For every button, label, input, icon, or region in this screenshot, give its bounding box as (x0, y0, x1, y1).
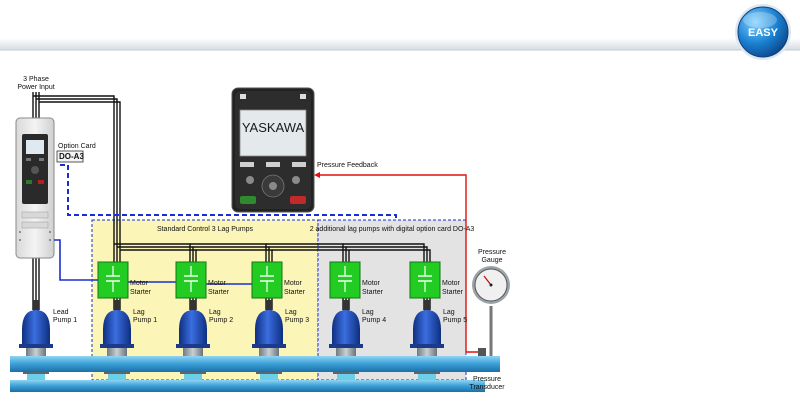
feedback-arrow-icon (314, 172, 320, 178)
water-pipe (10, 356, 500, 372)
motor-starters: MotorStarterMotorStarterMotorStarterMoto… (97, 261, 464, 299)
option-card-box (56, 150, 84, 163)
option-card-model: DO-A3 (59, 152, 84, 161)
pump-label-1: Lag (133, 309, 145, 316)
additional-zone-label: 2 additional lag pumps with digital opti… (310, 226, 475, 233)
keypad-brand: YASKAWA (242, 120, 305, 135)
motor-starter-label-1: Motor (362, 280, 381, 287)
motor-starter-label-1: Motor (130, 280, 149, 287)
easy-badge: EASY (735, 4, 791, 60)
gauge-label-1: Pressure (478, 249, 506, 256)
option-card-title: Option Card (58, 143, 96, 150)
motor-starter-label-1: Motor (442, 280, 461, 287)
standard-zone-label: Standard Control 3 Lag Pumps (157, 226, 254, 233)
keypad: YASKAWA (231, 87, 315, 213)
motor-starter-label-2: Starter (284, 289, 306, 296)
option-card-wire (60, 164, 397, 220)
header-band (0, 38, 800, 50)
motor-starter-label-2: Starter (442, 289, 464, 296)
pump-label-2: Pump 2 (209, 317, 233, 324)
transducer-label-2: Transducer (469, 384, 505, 391)
control-wire-1 (54, 239, 98, 281)
pump-label-2: Pump 5 (443, 317, 467, 324)
motor-starter-label-2: Starter (130, 289, 152, 296)
easy-badge-label: EASY (748, 27, 779, 39)
power-input-label-1: 3 Phase (23, 76, 49, 83)
pump-label-1: Lag (285, 309, 297, 316)
pump-label-1: Lead (53, 309, 69, 316)
pump-label-1: Lag (209, 309, 221, 316)
transducer-label-1: Pressure (473, 376, 501, 383)
motor-starter-label-2: Starter (362, 289, 384, 296)
motor-starter-label-1: Motor (208, 280, 227, 287)
pump-label-1: Lag (443, 309, 455, 316)
pressure-feedback-label: Pressure Feedback (317, 162, 378, 169)
pressure-transducer (478, 348, 486, 356)
pump-label-2: Pump 1 (53, 317, 77, 324)
power-input-label-2: Power Input (17, 84, 54, 91)
pump-label-2: Pump 3 (285, 317, 309, 324)
pressure-gauge (472, 266, 510, 356)
motor-starter-label-1: Motor (284, 280, 303, 287)
pump-label-2: Pump 4 (362, 317, 386, 324)
pump-label-2: Pump 1 (133, 317, 157, 324)
power-lines (32, 92, 431, 310)
motor-starter-label-2: Starter (208, 289, 230, 296)
pressure-feedback-line (318, 174, 478, 353)
gauge-label-2: Gauge (481, 257, 502, 264)
pump-label-1: Lag (362, 309, 374, 316)
water-inlet-pipe (10, 380, 485, 392)
vfd-drive (15, 117, 55, 259)
